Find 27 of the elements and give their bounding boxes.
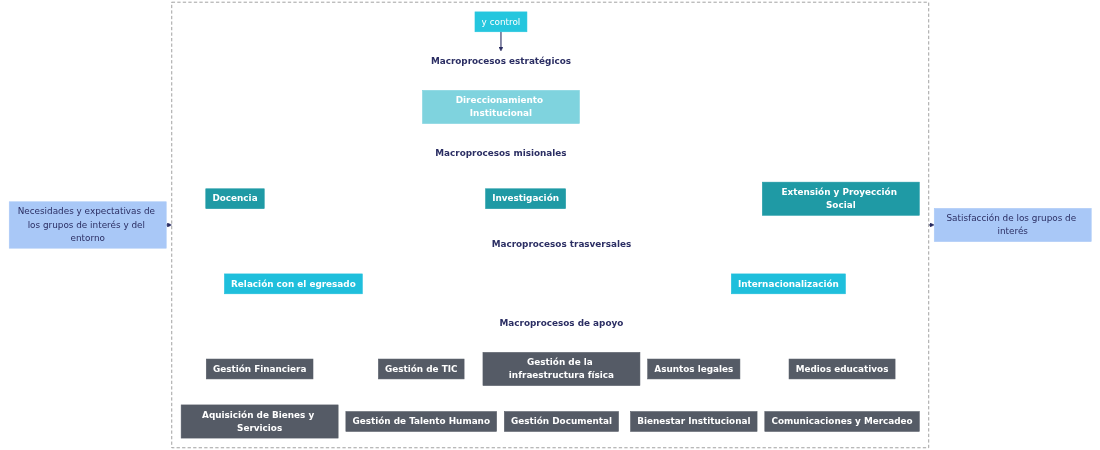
node-box: Extensión y Proyección Social xyxy=(761,181,920,216)
node-box: Comunicaciones y Mercadeo xyxy=(764,411,920,432)
cluster xyxy=(171,1,929,449)
node-box: Gestión de TIC xyxy=(377,358,465,380)
node-box: Internacionalización xyxy=(730,273,846,295)
node-box: Bienestar Institucional xyxy=(630,411,758,432)
arrow xyxy=(165,222,172,228)
node-text: Macroprocesos estratégicos xyxy=(430,55,571,67)
node-box: Investigación xyxy=(485,188,566,209)
node-box: Necesidades y expectativas de los grupos de interés y del entorno xyxy=(8,201,167,249)
node-box: Relación con el egresado xyxy=(223,273,363,295)
node-box: Direccionamiento Institucional xyxy=(421,90,580,124)
node-box: Gestión de la infraestructura física xyxy=(482,352,640,386)
node-box: Asuntos legales xyxy=(647,358,740,380)
node-box: Gestión de Talento Humano xyxy=(345,411,497,432)
node-box: Medios educativos xyxy=(788,358,896,380)
node-box: Gestión Documental xyxy=(503,411,619,432)
node-box: Satisfacción de los grupos de interés xyxy=(933,208,1092,242)
node-text: Macroprocesos de apoyo xyxy=(499,317,624,329)
arrow xyxy=(927,222,935,228)
node-text: Macroprocesos misionales xyxy=(435,147,567,158)
node-box: Gestión Financiera xyxy=(205,358,314,380)
node-box: y control xyxy=(474,11,527,33)
node-box: Aquisición de Bienes y Servicios xyxy=(180,404,339,439)
node-text: Macroprocesos trasversales xyxy=(491,239,632,250)
arrow xyxy=(498,31,504,52)
node-box: Docencia xyxy=(205,188,265,209)
